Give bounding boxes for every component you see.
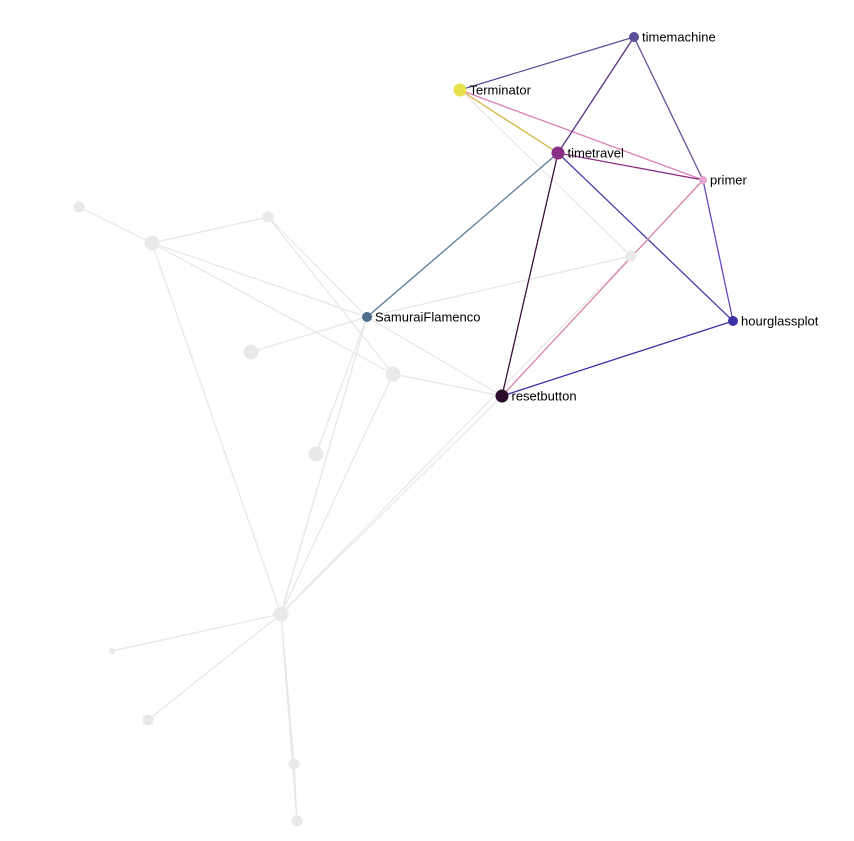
node-timetravel[interactable] [551,146,565,160]
edge-hourglassplot-resetbutton [501,320,734,397]
edge-u7-resetbutton [280,395,503,615]
edge-timemachine-primer [633,36,704,181]
edge-u7-u9 [111,613,282,652]
node-label-timetravel: timetravel [568,146,624,161]
edge-terminator-primer [459,89,704,181]
node-label-timemachine: timemachine [642,30,716,45]
edge-samuraiflamenco-u3 [366,255,632,318]
node-primer[interactable] [699,176,707,184]
edge-u8-samuraiflamenco [280,316,368,615]
edge-terminator-u3 [459,89,632,257]
node-label-primer: primer [710,173,748,188]
node-resetbutton[interactable] [495,389,509,403]
node-u1[interactable] [73,201,85,213]
node-label-hourglassplot: hourglassplot [741,314,819,329]
edge-samuraiflamenco-u5 [250,316,368,353]
node-u10[interactable] [142,714,154,726]
edge-terminator-timetravel [459,89,559,154]
node-samuraiflamenco[interactable] [362,312,372,322]
edge-u2-u6 [151,242,394,375]
edge-samuraiflamenco-u4 [267,216,368,318]
node-u13[interactable] [308,446,324,462]
node-label-terminator: Terminator [470,83,532,98]
edge-terminator-timemachine [459,36,635,91]
edge-u2-u7 [151,242,282,615]
node-u2[interactable] [144,235,160,251]
edge-primer-hourglassplot [702,179,734,322]
edge-timemachine-timetravel [557,36,635,154]
edge-u7-u10 [147,613,282,721]
node-u3[interactable] [625,250,637,262]
node-u8[interactable] [273,606,289,622]
node-u6[interactable] [385,366,401,382]
node-u9[interactable] [109,648,115,654]
node-label-resetbutton: resetbutton [512,389,577,404]
edge-samuraiflamenco-u2 [151,242,368,318]
node-u12[interactable] [291,815,303,827]
edge-timetravel-primer [557,152,704,181]
edge-u2-u4 [151,216,269,244]
node-u5[interactable] [243,344,259,360]
edge-u7-u12 [280,613,298,822]
edge-primer-resetbutton [501,179,704,397]
edge-u6-u7 [280,373,394,615]
edge-u6-resetbutton [392,373,503,397]
node-timemachine[interactable] [629,32,639,42]
edge-u1-u2 [78,206,153,244]
edge-timetravel-samuraiflamenco [366,152,559,318]
edge-u4-u6 [267,216,394,375]
edge-timetravel-resetbutton [501,152,559,397]
edge-timetravel-hourglassplot [557,152,734,322]
edge-u3-u7 [280,255,632,615]
node-u11[interactable] [288,758,300,770]
node-hourglassplot[interactable] [728,316,738,326]
nodes-layer [73,32,738,827]
node-terminator[interactable] [453,83,467,97]
node-u4[interactable] [262,211,274,223]
edge-samuraiflamenco-u13 [315,316,368,455]
edges-layer [78,36,734,822]
edge-samuraiflamenco-resetbutton [366,316,503,397]
node-label-samuraiflamenco: SamuraiFlamenco [375,310,481,325]
